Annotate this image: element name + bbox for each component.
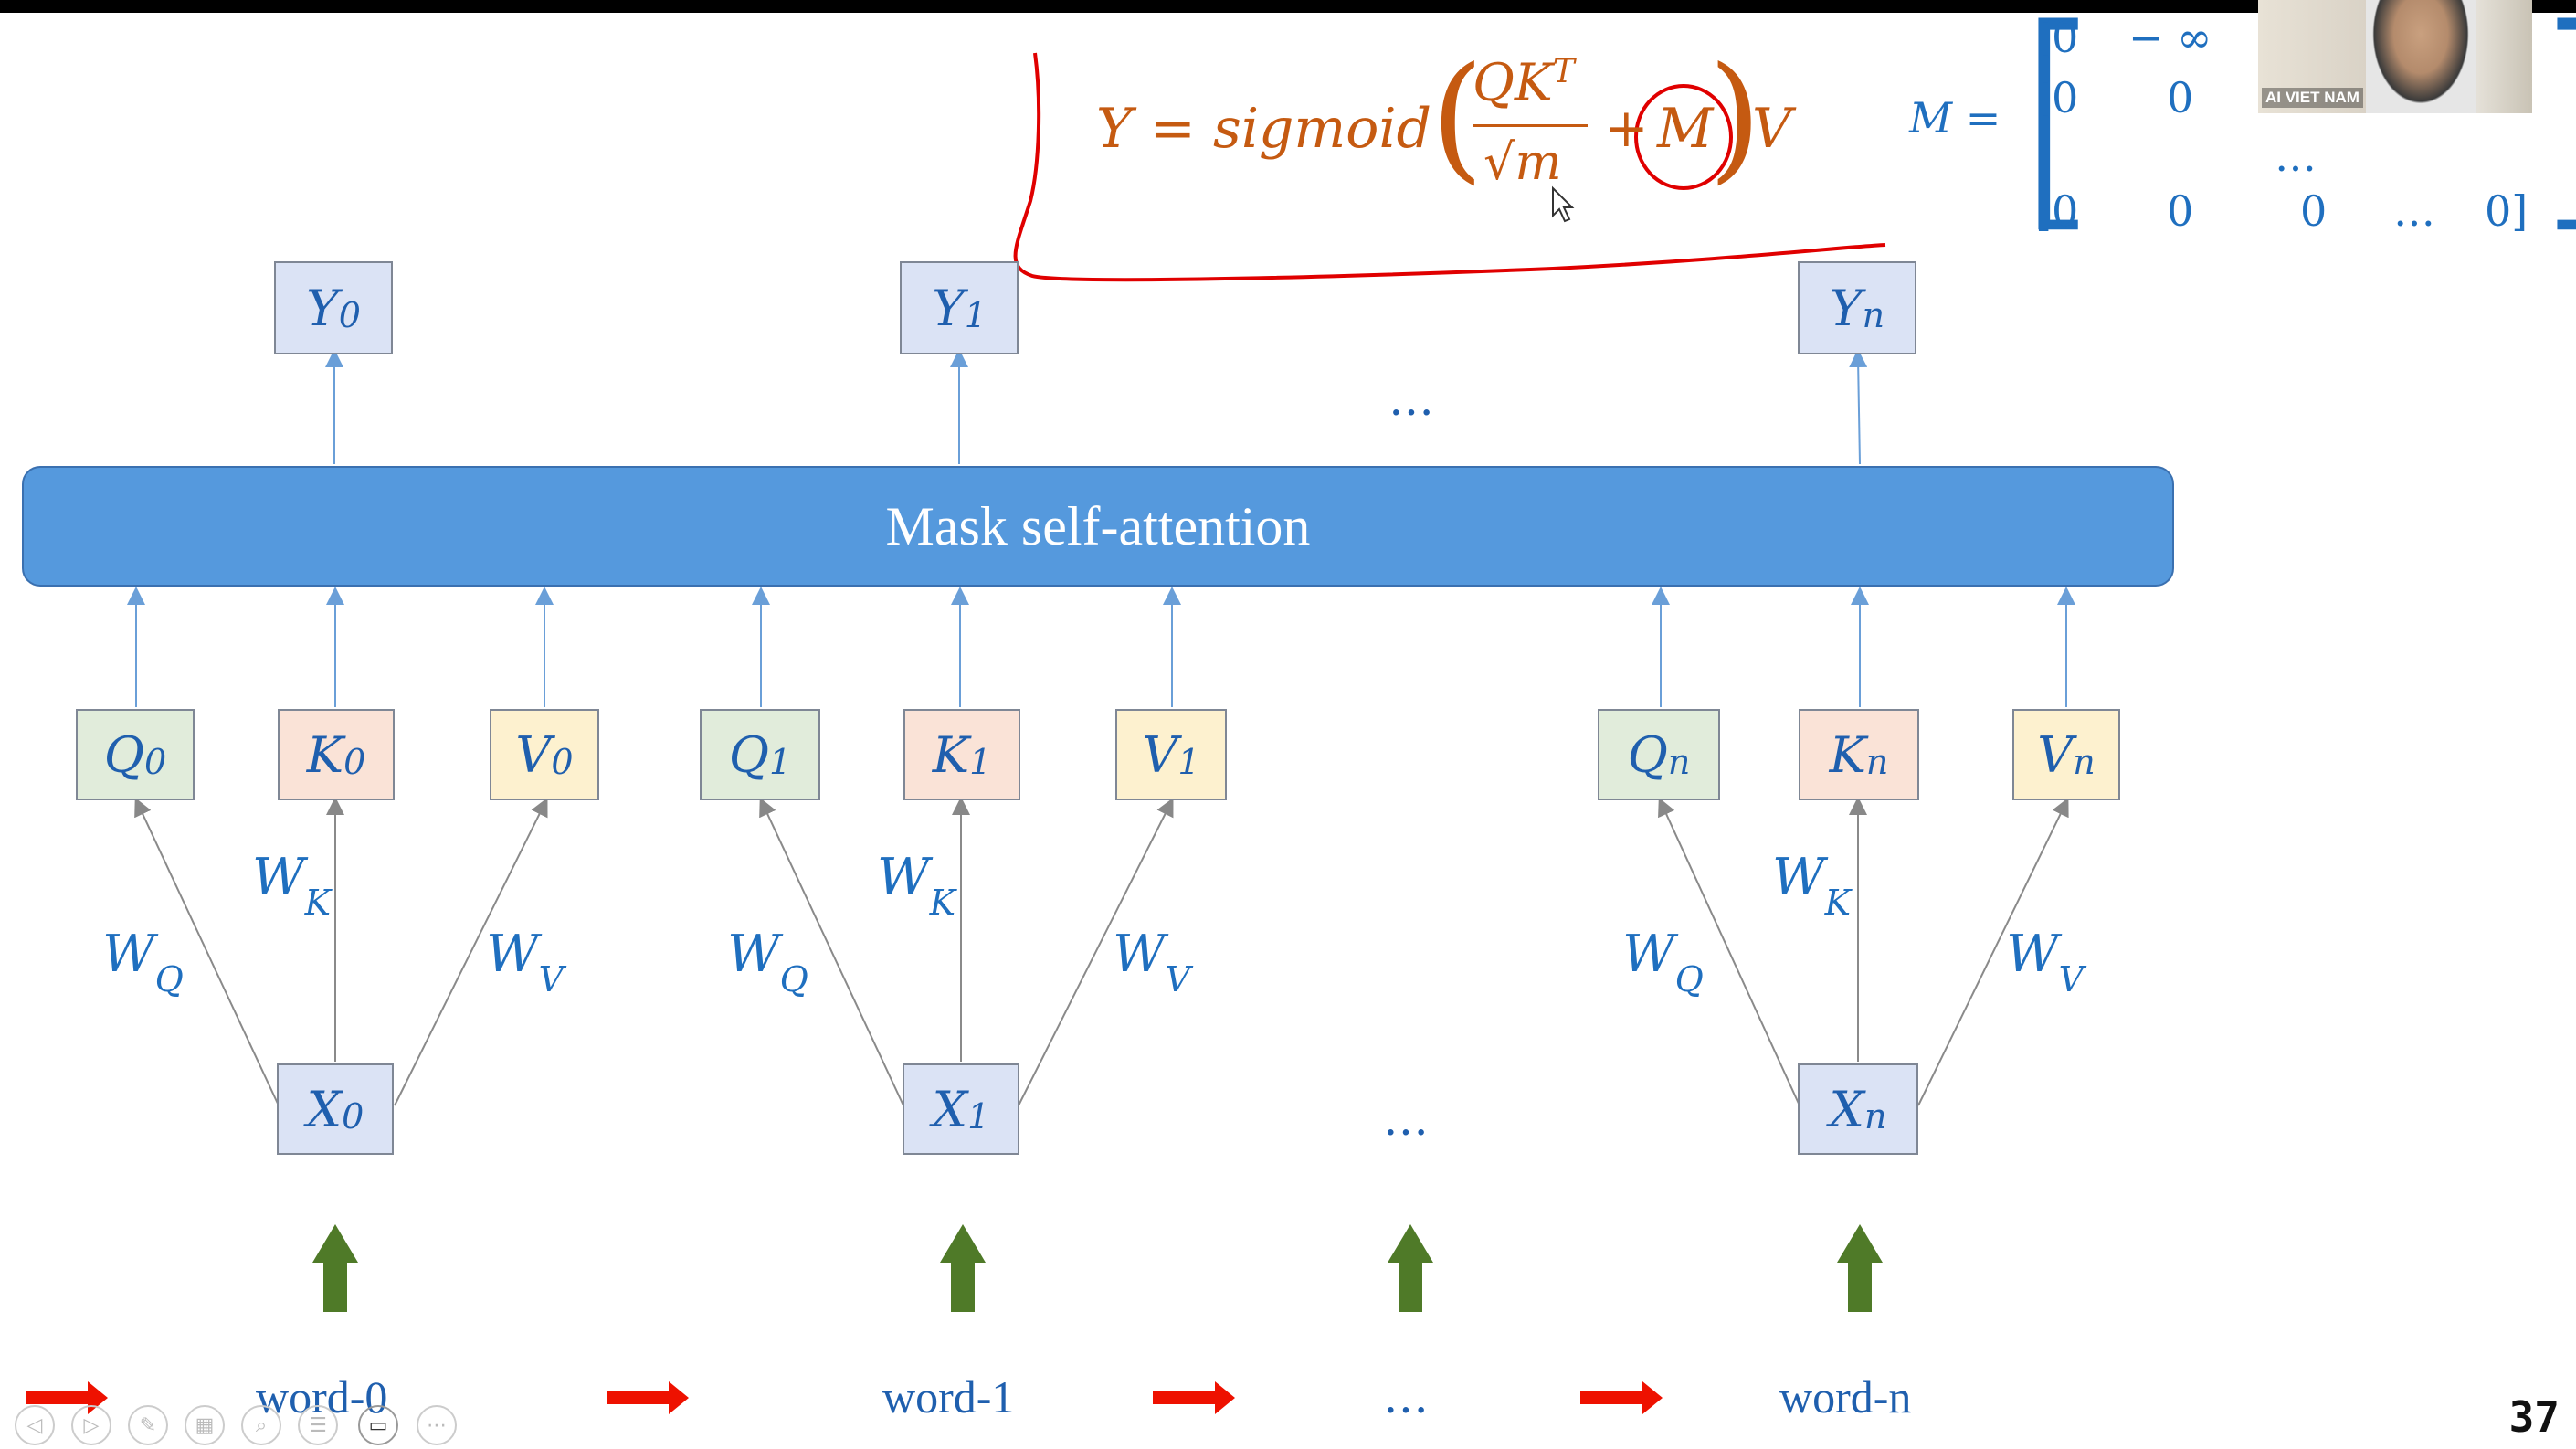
matrix-cell: … (2275, 132, 2317, 181)
output-ellipsis: … (1388, 373, 1434, 426)
matrix-cell: [0 (2035, 186, 2079, 236)
more-options-icon[interactable]: ⋯ (417, 1405, 457, 1445)
weight-label-wk: WK (252, 848, 331, 924)
presenter-figure (2366, 0, 2476, 113)
weight-label-wv: WV (1113, 925, 1191, 1000)
top-black-bar (0, 0, 2576, 13)
input-ellipsis: … (1383, 1093, 1429, 1146)
formula-mask: M (1657, 97, 1714, 161)
weight-label-wv: WV (2006, 925, 2085, 1000)
formula-tail: V (1752, 97, 1792, 161)
pen-icon[interactable]: ✎ (128, 1405, 168, 1445)
mask-matrix: M = [ ] [0 − ∞ [0 0 … [0 0 0 … 0] (1909, 0, 2576, 238)
attention-formula: Y = sigmoid ( QKT √m + M ) V (1096, 49, 1809, 217)
mask-self-attention-block: Mask self-attention (22, 466, 2174, 587)
next-slide-icon[interactable]: ▷ (71, 1405, 111, 1445)
matrix-cell: 0] (2485, 186, 2528, 236)
matrix-cell: 0 (2167, 73, 2194, 122)
matrix-cell: … (2393, 186, 2435, 236)
attention-label: Mask self-attention (885, 495, 1311, 556)
projection-lines (134, 797, 2069, 1106)
matrix-right-bracket: ] (2530, 0, 2576, 236)
page-number: 37 (2508, 1392, 2560, 1442)
presenter-video[interactable]: AI VIET NAM (2258, 0, 2532, 113)
sequence-arrows (26, 1381, 1663, 1414)
weight-label-wv: WV (486, 925, 565, 1000)
annotation-bracket (1013, 52, 1886, 282)
formula-lhs: Y = sigmoid (1096, 97, 1432, 161)
matrix-cell: − ∞ (2128, 13, 2212, 62)
mouse-cursor (1552, 185, 1575, 223)
annotation-circle-m (1634, 84, 1733, 190)
matrix-label: M = (1909, 93, 2001, 143)
formula-fraction-bar (1473, 124, 1588, 127)
previous-slide-icon[interactable]: ◁ (15, 1405, 55, 1445)
weight-label-wq: WQ (727, 925, 808, 1000)
zoom-icon[interactable]: ⌕ (241, 1405, 281, 1445)
formula-denominator: √m (1483, 133, 1562, 191)
formula-open-paren: ( (1431, 38, 1484, 197)
weight-label-wk: WK (877, 848, 955, 924)
matrix-cell: [0 (2035, 73, 2079, 122)
weight-label-wk: WK (1772, 848, 1851, 924)
subtitles-icon[interactable]: ☰ (298, 1405, 338, 1445)
formula-numerator: QKT (1473, 53, 1575, 113)
input-word: word-1 (882, 1371, 1015, 1423)
input-arrows (312, 1224, 1883, 1312)
formula-plus: + (1604, 97, 1649, 159)
matrix-cell: [0 (2035, 13, 2079, 62)
video-label: AI VIET NAM (2262, 88, 2363, 108)
matrix-left-bracket: [ (2011, 0, 2105, 255)
matrix-cell: 0 (2300, 186, 2328, 236)
word-ellipsis: … (1383, 1370, 1429, 1423)
qkv-arrows (127, 587, 2075, 707)
slides-grid-icon[interactable]: ▦ (185, 1405, 225, 1445)
camera-icon[interactable]: ▭ (358, 1405, 398, 1445)
weight-label-wq: WQ (102, 925, 184, 1000)
output-arrows (325, 349, 1868, 465)
matrix-cell: 0 (2167, 186, 2194, 236)
weight-label-wq: WQ (1622, 925, 1704, 1000)
formula-close-paren: ) (1708, 38, 1762, 197)
input-word: word-n (1779, 1371, 1912, 1423)
